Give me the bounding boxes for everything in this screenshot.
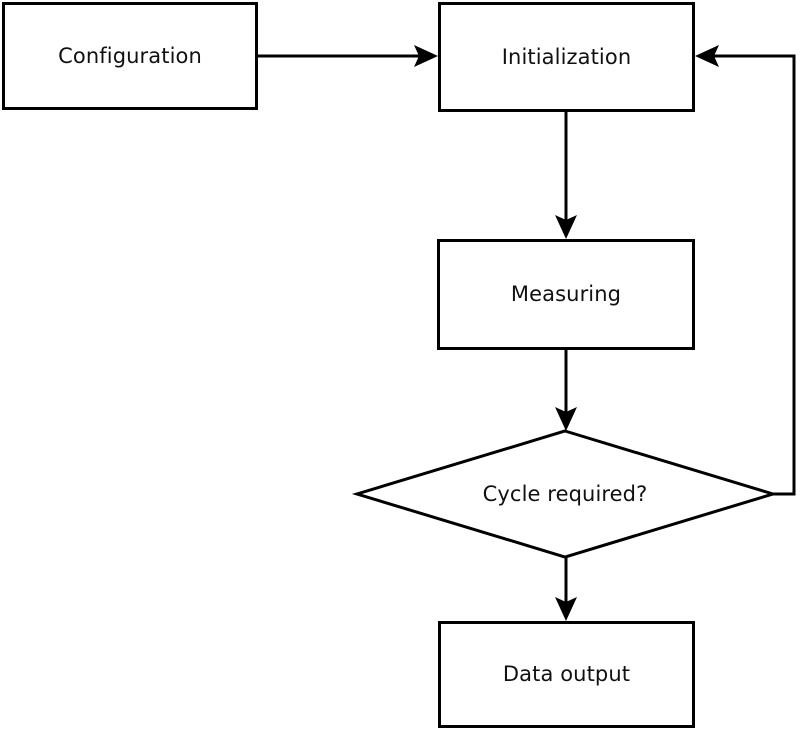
node-measuring-shape[interactable] (437, 239, 695, 350)
edge-initialization-to-measuring (555, 112, 577, 239)
edge-cycle-required-to-data-output (555, 557, 577, 621)
node-data-output-shape[interactable] (438, 621, 695, 728)
node-initialization-shape[interactable] (438, 2, 695, 112)
node-cycle-required-shape[interactable] (351, 429, 779, 559)
edge-measuring-to-cycle-required (555, 350, 577, 431)
node-configuration-shape[interactable] (2, 2, 258, 110)
edge-cycle-required-to-initialization-loop (695, 45, 796, 496)
edge-configuration-to-initialization (258, 45, 438, 67)
